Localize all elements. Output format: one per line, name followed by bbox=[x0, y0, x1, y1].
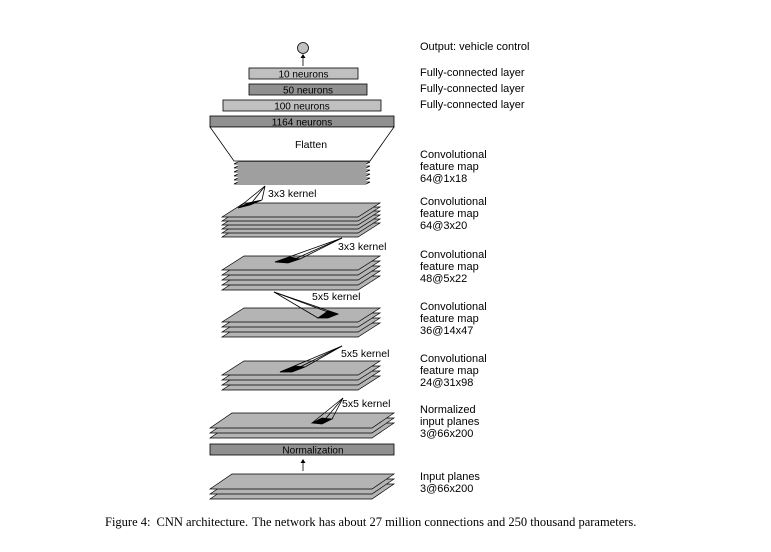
kernel-label-5: 5x5 kernel bbox=[342, 398, 390, 410]
feature-map-64x3x20 bbox=[220, 202, 382, 238]
fc-layer-10: 10 neurons bbox=[248, 67, 359, 81]
label-fc-3: Fully-connected layer bbox=[420, 99, 525, 111]
fc-layer-10-text: 10 neurons bbox=[278, 70, 328, 81]
feature-plane bbox=[233, 177, 371, 181]
feature-plane bbox=[220, 255, 382, 271]
fc-layer-50: 50 neurons bbox=[248, 83, 368, 97]
label-feature-map-5: Convolutional feature map 24@31x98 bbox=[420, 353, 487, 389]
feature-map-64x1x18 bbox=[233, 161, 371, 185]
kernel-label-2: 3x3 kernel bbox=[338, 241, 386, 253]
feature-map-24x31x98 bbox=[220, 360, 382, 391]
fc-layer-1164-text: 1164 neurons bbox=[272, 118, 332, 129]
caption-title: CNN architecture. bbox=[156, 515, 249, 529]
normalization-layer: Normalization bbox=[209, 443, 395, 457]
label-normalized-input: Normalized input planes 3@66x200 bbox=[420, 404, 480, 440]
label-output: Output: vehicle control bbox=[420, 41, 530, 53]
normalized-input-planes bbox=[208, 412, 396, 439]
label-feature-map-2: Convolutional feature map 64@3x20 bbox=[420, 196, 487, 232]
fc-layer-100-text: 100 neurons bbox=[274, 102, 330, 113]
feature-plane bbox=[233, 169, 371, 173]
label-feature-map-1: Convolutional feature map 64@1x18 bbox=[420, 149, 487, 185]
label-input-planes: Input planes 3@66x200 bbox=[420, 471, 480, 495]
feature-plane bbox=[220, 202, 382, 218]
feature-plane bbox=[208, 412, 396, 429]
input-arrow-head bbox=[300, 459, 306, 463]
flatten-trapezoid bbox=[209, 126, 395, 162]
caption-figure-number: Figure 4: bbox=[105, 515, 151, 529]
kernel-label-4: 5x5 kernel bbox=[341, 348, 389, 360]
flatten-text: Flatten bbox=[295, 139, 327, 151]
figure-caption: Figure 4: CNN architecture.The network ha… bbox=[105, 515, 665, 530]
input-planes bbox=[208, 473, 396, 500]
feature-plane bbox=[233, 165, 371, 169]
feature-map-36x14x47 bbox=[220, 307, 382, 338]
label-fc-2: Fully-connected layer bbox=[420, 83, 525, 95]
feature-map-48x5x22 bbox=[220, 255, 382, 291]
kernel-pyramid-4 bbox=[279, 345, 343, 373]
kernel-label-1: 3x3 kernel bbox=[268, 188, 316, 200]
feature-plane bbox=[233, 161, 371, 165]
feature-plane bbox=[208, 473, 396, 490]
kernel-pyramid-2 bbox=[274, 237, 343, 264]
kernel-pyramid-1 bbox=[237, 185, 266, 209]
label-fc-1: Fully-connected layer bbox=[420, 67, 525, 79]
normalization-text: Normalization bbox=[282, 446, 343, 457]
label-feature-map-3: Convolutional feature map 48@5x22 bbox=[420, 249, 487, 285]
output-arrow-head bbox=[300, 54, 306, 58]
kernel-label-3: 5x5 kernel bbox=[312, 291, 360, 303]
feature-plane bbox=[220, 307, 382, 323]
kernel-pyramid-5 bbox=[310, 397, 344, 425]
kernel-pyramid-3 bbox=[273, 291, 340, 319]
feature-plane bbox=[233, 173, 371, 177]
caption-text: The network has about 27 million connect… bbox=[252, 515, 637, 529]
fc-layer-50-text: 50 neurons bbox=[283, 86, 333, 97]
fc-layer-100: 100 neurons bbox=[222, 99, 382, 113]
output-node bbox=[297, 42, 309, 54]
label-feature-map-4: Convolutional feature map 36@14x47 bbox=[420, 301, 487, 337]
feature-plane bbox=[233, 181, 371, 185]
